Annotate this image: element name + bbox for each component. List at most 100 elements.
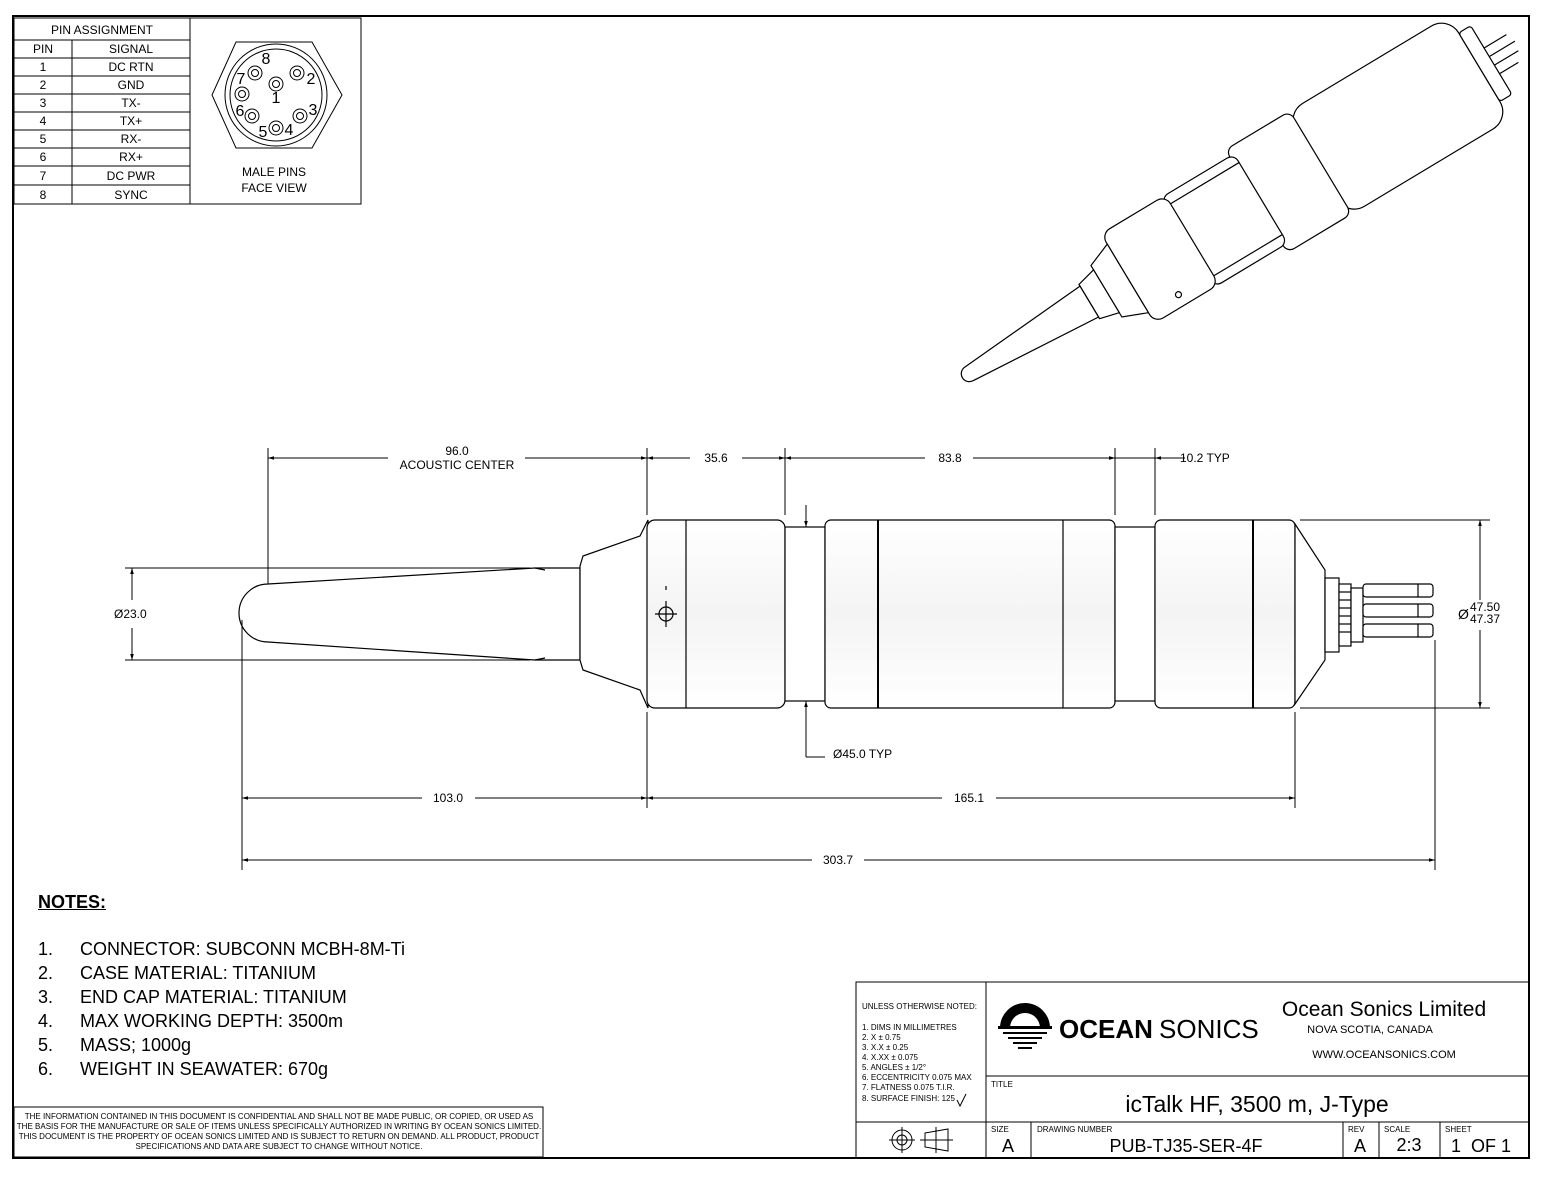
rev-label: REV — [1348, 1125, 1365, 1134]
note-text: CASE MATERIAL: TITANIUM — [80, 963, 317, 983]
tolerance-item: 3. X.X ± 0.25 — [862, 1043, 909, 1052]
drawing-number-label: DRAWING NUMBER — [1037, 1125, 1112, 1134]
face-pin-label: 1 — [272, 90, 281, 107]
isometric-view — [960, 22, 1519, 383]
note-number: 6. — [38, 1059, 54, 1079]
pin-row-number: 6 — [40, 150, 47, 164]
note-item: 5.MASS; 1000g — [38, 1035, 191, 1056]
company-website: WWW.OCEANSONICS.COM — [1312, 1049, 1456, 1061]
face-pin-label: 2 — [307, 71, 316, 88]
tolerance-item: 2. X ± 0.75 — [862, 1033, 901, 1042]
logo-line — [1013, 1042, 1037, 1044]
face-view-caption-2: FACE VIEW — [241, 181, 307, 195]
note-item: 6. WEIGHT IN SEAWATER: 670g — [38, 1059, 328, 1080]
tolerance-item: 8. SURFACE FINISH: 125 — [862, 1094, 955, 1103]
pin-row-signal: DC RTN — [108, 60, 153, 74]
face-pin-label: 3 — [309, 102, 318, 119]
sheet-border — [12, 15, 1530, 1159]
note-item: 3. END CAP MATERIAL: TITANIUM — [38, 987, 347, 1008]
logo-word-sonics: SONICS — [1159, 1014, 1259, 1044]
note-text: MASS; 1000g — [80, 1035, 192, 1055]
face-pin-label: 5 — [259, 124, 268, 141]
sheet-label: SHEET — [1445, 1125, 1472, 1134]
face-view-caption-1: MALE PINS — [242, 165, 306, 179]
dim-dia-45-typ: Ø45.0 TYP — [833, 747, 892, 761]
ocean-sonics-logo: OCEAN SONICS — [998, 1003, 1259, 1049]
dim-103-0: 103.0 — [433, 791, 463, 805]
scale-value: 2:3 — [1396, 1135, 1421, 1155]
connector-face-view — [211, 41, 343, 149]
pin-row-signal: SYNC — [114, 188, 148, 202]
title-label: TITLE — [991, 1080, 1013, 1089]
dim-dia-max-upper: 47.50 — [1470, 600, 1500, 614]
pin-table-header-pin: PIN — [33, 42, 53, 56]
pin-row-signal: RX+ — [119, 150, 143, 164]
dimension-labels: 96.0 ACOUSTIC CENTER 35.6 83.8 10.2 TYP … — [114, 444, 1500, 867]
pin-table-rows: 1 DC RTN 2 GND 3 TX- 4 TX+ 5 RX- 6 RX+ 7… — [40, 60, 156, 202]
face-pin-label: 8 — [262, 51, 271, 68]
pin-row-signal: DC PWR — [107, 169, 156, 183]
logo-line — [998, 1026, 1052, 1029]
pin-row-signal: RX- — [121, 132, 142, 146]
tolerance-item: 6. ECCENTRICITY 0.075 MAX — [862, 1073, 972, 1082]
pin-row-signal: GND — [118, 78, 145, 92]
pin-row-number: 3 — [40, 96, 47, 110]
dim-35-6: 35.6 — [704, 451, 728, 465]
dim-acoustic-label: ACOUSTIC CENTER — [400, 458, 515, 472]
scale-label: SCALE — [1384, 1125, 1410, 1134]
side-view — [238, 519, 1434, 709]
dim-dia-max-lower: 47.37 — [1470, 612, 1500, 626]
dimension-lines — [125, 448, 1490, 870]
face-pin-label: 6 — [236, 103, 245, 120]
drawing-title: icTalk HF, 3500 m, J-Type — [1125, 1091, 1388, 1117]
note-number: 1. — [38, 939, 54, 959]
size-label: SIZE — [991, 1125, 1009, 1134]
size-value: A — [1002, 1136, 1014, 1156]
drawing-number: PUB-TJ35-SER-4F — [1109, 1136, 1262, 1156]
pin-table-title: PIN ASSIGNMENT — [51, 23, 154, 37]
dim-dia-max-symbol: Ø — [1458, 606, 1469, 622]
pin-row-signal: TX+ — [120, 114, 142, 128]
logo-word-ocean: OCEAN — [1059, 1014, 1153, 1044]
pin-table-header-signal: SIGNAL — [109, 42, 153, 56]
note-text: END CAP MATERIAL: TITANIUM — [80, 987, 347, 1007]
dim-acoustic-value: 96.0 — [445, 444, 469, 458]
note-number: 3. — [38, 987, 54, 1007]
tolerance-item: 4. X.XX ± 0.075 — [862, 1053, 918, 1062]
pin-row-number: 8 — [40, 188, 47, 202]
company-name: Ocean Sonics Limited — [1282, 998, 1486, 1021]
logo-line — [1008, 1037, 1042, 1039]
note-number: 2. — [38, 963, 54, 983]
dim-303-7: 303.7 — [823, 853, 853, 867]
tolerance-item: 7. FLATNESS 0.075 T.I.R. — [862, 1083, 955, 1092]
note-number: 4. — [38, 1011, 54, 1031]
note-text: MAX WORKING DEPTH: 3500m — [80, 1011, 344, 1031]
logo-wave-icon — [1000, 1003, 1050, 1028]
dim-165-1: 165.1 — [954, 791, 984, 805]
face-pin-label: 4 — [285, 122, 294, 139]
face-pin-label: 7 — [237, 71, 246, 88]
tolerance-header: UNLESS OTHERWISE NOTED: — [862, 1002, 977, 1011]
tolerance-item: 5. ANGLES ± 1/2° — [862, 1063, 927, 1072]
note-item: 4. MAX WORKING DEPTH: 3500m — [38, 1011, 343, 1032]
note-item: 2. CASE MATERIAL: TITANIUM — [38, 963, 316, 984]
pin-row-number: 1 — [40, 60, 47, 74]
note-text: CONNECTOR: SUBCONN MCBH-8M-Ti — [80, 939, 406, 959]
logo-line — [1003, 1032, 1047, 1034]
dim-83-8: 83.8 — [938, 451, 962, 465]
pin-row-signal: TX- — [121, 96, 140, 110]
pin-row-number: 7 — [40, 169, 47, 183]
disclaimer-box — [13, 1106, 544, 1158]
dim-10-2-typ: 10.2 TYP — [1180, 451, 1230, 465]
pin-assignment-table — [13, 17, 362, 205]
rev-value: A — [1354, 1136, 1366, 1156]
title-block — [855, 981, 1530, 1159]
confidentiality-disclaimer: THE INFORMATION CONTAINED IN THIS DOCUME… — [16, 1112, 542, 1151]
note-text: WEIGHT IN SEAWATER: 670g — [80, 1059, 329, 1079]
tolerance-item: 1. DIMS IN MILLIMETRES — [862, 1023, 957, 1032]
pin-row-number: 2 — [40, 78, 47, 92]
dim-dia-23: Ø23.0 — [114, 607, 147, 621]
company-location: NOVA SCOTIA, CANADA — [1307, 1024, 1433, 1036]
notes-title: NOTES: — [38, 892, 107, 912]
